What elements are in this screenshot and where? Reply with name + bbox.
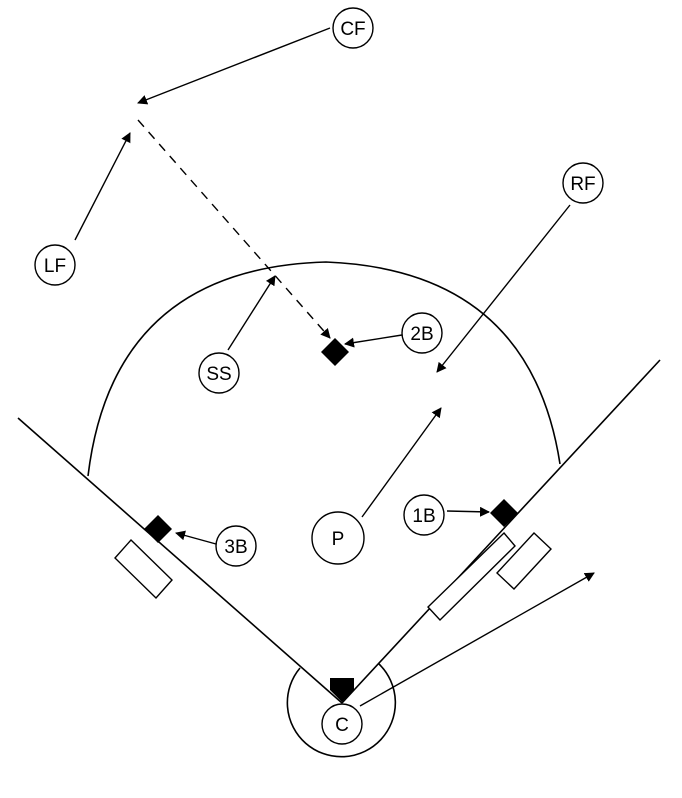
player-p: P xyxy=(311,511,365,565)
first-base-foul-line xyxy=(341,359,661,704)
player-c-circle xyxy=(321,703,363,745)
home-plate xyxy=(330,678,354,702)
infield-arc xyxy=(87,261,561,477)
player-cf-circle xyxy=(332,7,374,49)
player-3b: 3B xyxy=(215,525,257,567)
third-base-coach-box xyxy=(114,538,173,600)
player-p-label: P xyxy=(332,529,345,550)
second-base-arrow xyxy=(344,334,403,348)
cf-arrow xyxy=(137,27,331,105)
player-lf-label: LF xyxy=(44,256,66,277)
player-rf: RF xyxy=(562,162,604,204)
player-lf-circle xyxy=(34,244,76,286)
player-2b-label: 2B xyxy=(410,324,433,345)
lf-arrow xyxy=(74,132,131,241)
pitcher-arrow xyxy=(361,407,442,518)
player-3b-label: 3B xyxy=(224,537,247,558)
first-base xyxy=(490,499,518,527)
second-base xyxy=(321,338,349,366)
ss-arrow xyxy=(227,275,276,351)
third-base-arrow xyxy=(175,530,217,545)
player-1b-circle xyxy=(403,494,445,536)
player-rf-label: RF xyxy=(570,174,595,195)
player-cf: CF xyxy=(332,7,374,49)
third-base-foul-line xyxy=(17,417,343,704)
player-ss: SS xyxy=(198,352,240,394)
third-base xyxy=(144,515,172,543)
movement-arrows xyxy=(74,27,595,707)
player-ss-label: SS xyxy=(206,364,231,385)
player-c-label: C xyxy=(335,715,349,736)
player-3b-circle xyxy=(215,525,257,567)
player-lf: LF xyxy=(34,244,76,286)
first-base-arrow xyxy=(446,506,490,517)
catcher-arrow xyxy=(359,572,595,707)
field xyxy=(17,261,661,758)
player-2b-circle xyxy=(401,312,443,354)
player-2b: 2B xyxy=(401,312,443,354)
first-base-coach-box xyxy=(496,532,552,590)
throw-path-dashed xyxy=(137,119,331,339)
rf-arrow xyxy=(436,204,571,373)
player-rf-circle xyxy=(562,162,604,204)
player-cf-label: CF xyxy=(340,19,365,40)
player-1b: 1B xyxy=(403,494,445,536)
player-1b-label: 1B xyxy=(412,506,435,527)
bases xyxy=(144,338,518,702)
player-c: C xyxy=(321,703,363,745)
first-base-line-box xyxy=(427,531,516,622)
home-plate-circle xyxy=(286,663,397,758)
player-p-circle xyxy=(311,511,365,565)
player-ss-circle xyxy=(198,352,240,394)
